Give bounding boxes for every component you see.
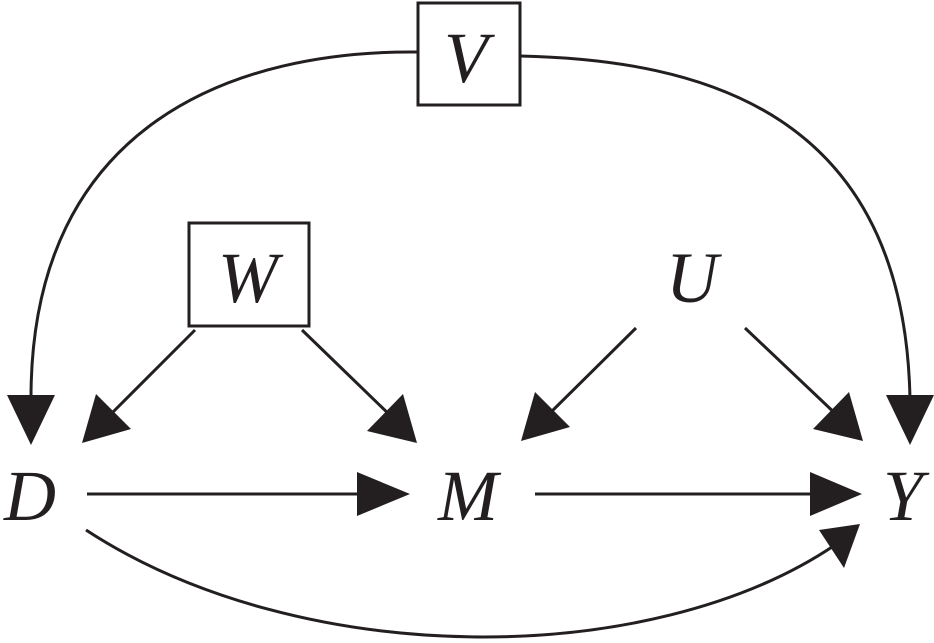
node-d: D — [3, 456, 56, 536]
edge-w-to-d — [82, 328, 197, 443]
edge-v-to-d — [7, 50, 419, 445]
node-v-box — [416, 1, 522, 107]
node-v-label: V — [444, 18, 495, 98]
node-m-label: M — [437, 456, 502, 536]
edge-v-to-y — [519, 54, 934, 445]
node-w: W — [187, 221, 311, 328]
edge-m-to-y — [535, 472, 862, 516]
node-m: M — [437, 456, 502, 536]
node-y: Y — [883, 456, 930, 536]
node-u-label: U — [666, 238, 722, 318]
node-v: V — [416, 1, 522, 107]
edge-u-to-y — [743, 326, 863, 441]
edge-d-to-y — [85, 524, 860, 639]
node-y-label: Y — [883, 456, 930, 536]
node-w-box — [187, 221, 311, 328]
edge-d-to-m — [87, 472, 410, 516]
edge-u-to-m — [521, 326, 638, 441]
node-w-label: W — [218, 238, 284, 318]
edge-w-to-m — [300, 328, 417, 443]
node-u: U — [666, 238, 722, 318]
node-d-label: D — [3, 456, 56, 536]
